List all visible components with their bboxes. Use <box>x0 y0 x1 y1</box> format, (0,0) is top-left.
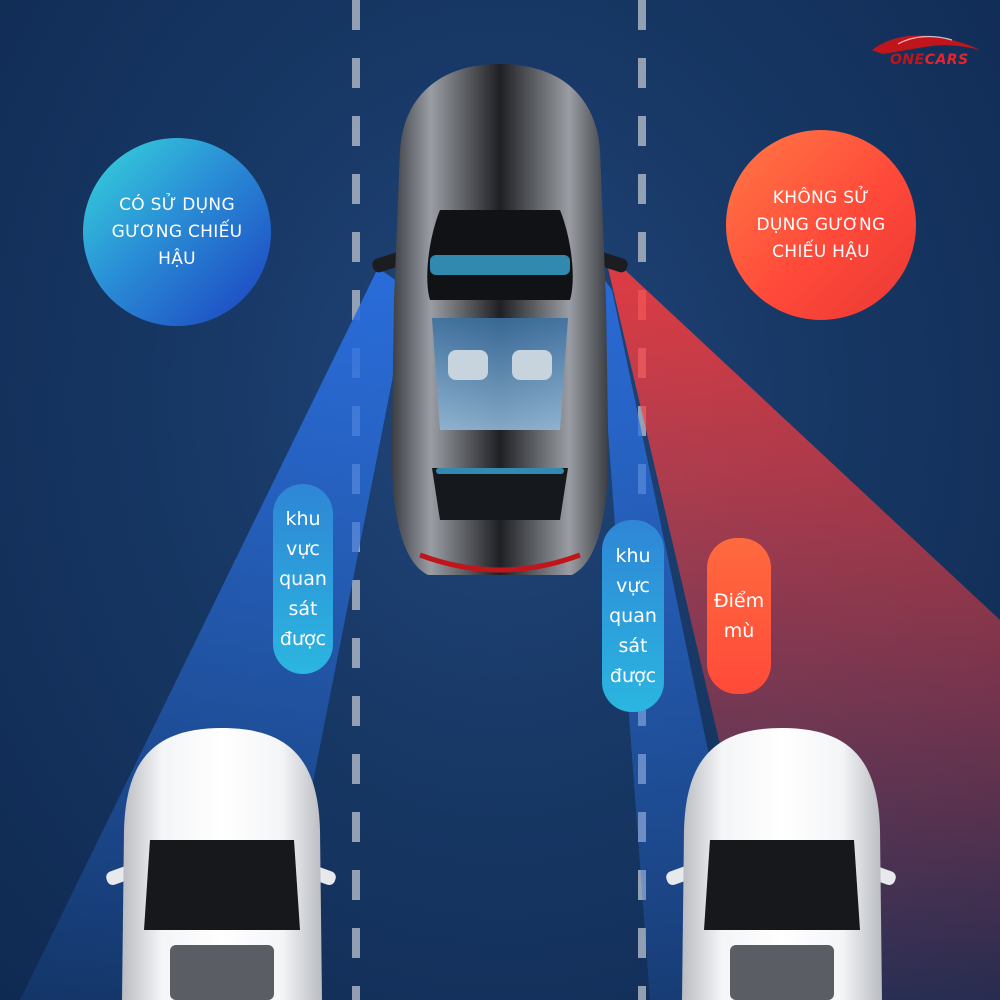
visible-area-tag-right: khu vực quan sát được <box>602 520 664 712</box>
brand-word-one: ONE <box>890 52 925 68</box>
blind-spot-tag: Điểm mù <box>707 538 771 694</box>
with-mirror-badge: CÓ SỬ DỤNG GƯƠNG CHIẾU HẬU <box>83 138 271 326</box>
visible-area-label-right: khu vực quan sát được <box>609 545 657 687</box>
visible-zone-left <box>20 268 410 1000</box>
white-car-right-icon <box>666 728 896 1000</box>
brand-word-cars: CARS <box>924 52 969 68</box>
blind-spot-label: Điểm mù <box>713 590 765 642</box>
without-mirror-badge: KHÔNG SỬ DỤNG GƯƠNG CHIẾU HẬU <box>726 130 916 320</box>
onecars-logo <box>872 35 980 54</box>
white-car-left-icon <box>106 728 336 1000</box>
with-mirror-label: CÓ SỬ DỤNG GƯƠNG CHIẾU HẬU <box>111 194 243 269</box>
blind-spot-zone <box>608 268 1000 1000</box>
brand-wordmark: ONECARS <box>890 52 969 68</box>
without-mirror-label: KHÔNG SỬ DỤNG GƯƠNG CHIẾU HẬU <box>756 187 886 262</box>
visible-area-label-left: khu vực quan sát được <box>279 508 327 650</box>
black-car-icon <box>372 64 628 575</box>
visible-area-tag-left: khu vực quan sát được <box>273 484 333 674</box>
